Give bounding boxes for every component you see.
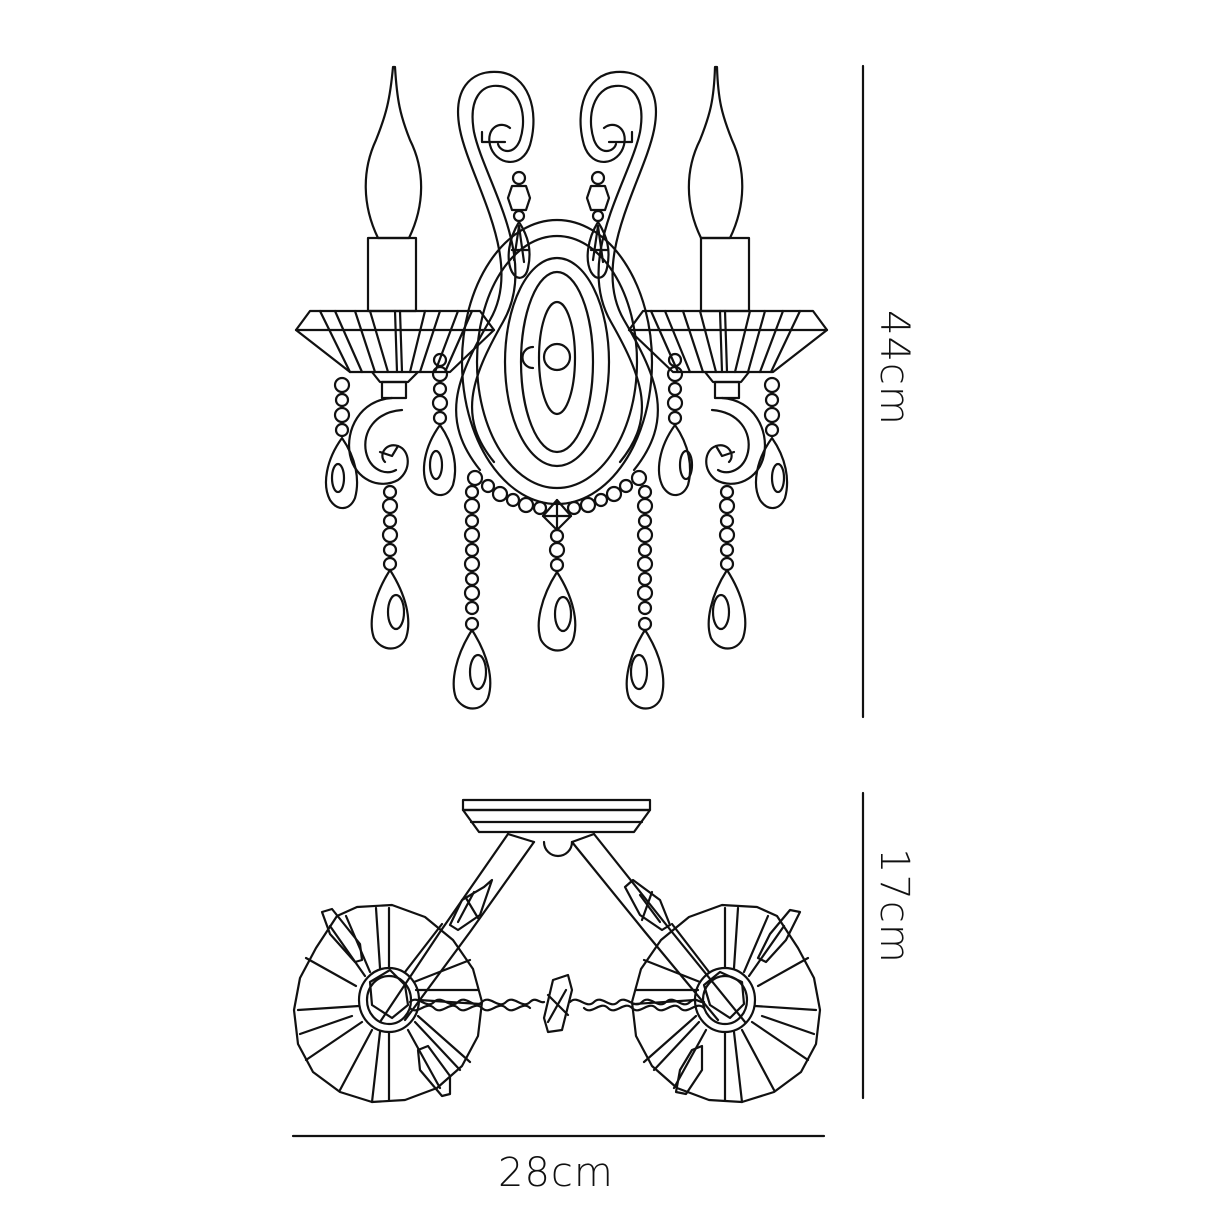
connecting-chain (410, 975, 704, 1032)
swag-chain (468, 471, 646, 530)
right-candle-flame-bulb (689, 67, 742, 238)
bead-chain (668, 354, 682, 424)
teardrop-crystal (709, 570, 746, 649)
bead-strand (550, 530, 564, 571)
bead-chain (765, 378, 779, 436)
right-lower-scroll (706, 398, 765, 484)
bead-chain (433, 354, 447, 424)
left-candle-sleeve (368, 238, 416, 311)
left-candle-flame-bulb (366, 67, 421, 238)
bobeche-rosette-right (632, 905, 820, 1102)
teardrop-crystal (756, 438, 787, 508)
bead-chain (335, 378, 349, 436)
left-scroll-arm (456, 72, 533, 470)
right-scroll-arm (581, 72, 658, 470)
bead-chains (335, 354, 779, 630)
upper-drop-crystal-right (587, 172, 609, 278)
height-dimension-label: 44cm (871, 310, 917, 426)
front-view (296, 67, 827, 709)
arm-crystal (625, 880, 670, 930)
teardrop-crystals (326, 425, 787, 709)
teardrop-crystal (372, 570, 409, 649)
wall-plate (463, 800, 650, 832)
back-plate (462, 220, 652, 504)
center-boss (544, 842, 572, 856)
left-bobeche (296, 311, 494, 398)
teardrop-crystal (627, 630, 664, 709)
teardrop-crystal (659, 425, 692, 495)
teardrop-crystal (539, 572, 576, 651)
bead-strand (465, 486, 479, 630)
teardrop-crystal (424, 425, 455, 495)
projection-dimension-label: 17cm (871, 848, 917, 964)
top-view (294, 800, 820, 1102)
bead-strand (638, 486, 652, 630)
right-bobeche (629, 311, 827, 398)
left-lower-scroll (349, 398, 408, 484)
teardrop-crystal (454, 630, 491, 709)
teardrop-crystal (326, 438, 357, 508)
upper-drop-crystal-left (508, 172, 530, 278)
right-candle-sleeve (701, 238, 749, 311)
arm-left (380, 834, 534, 1022)
width-dimension-label: 28cm (498, 1150, 614, 1196)
bead-strand (720, 486, 734, 570)
right-candle (689, 67, 749, 311)
arm-crystal (450, 880, 492, 930)
bead-strand (383, 486, 397, 570)
left-candle (366, 67, 421, 311)
